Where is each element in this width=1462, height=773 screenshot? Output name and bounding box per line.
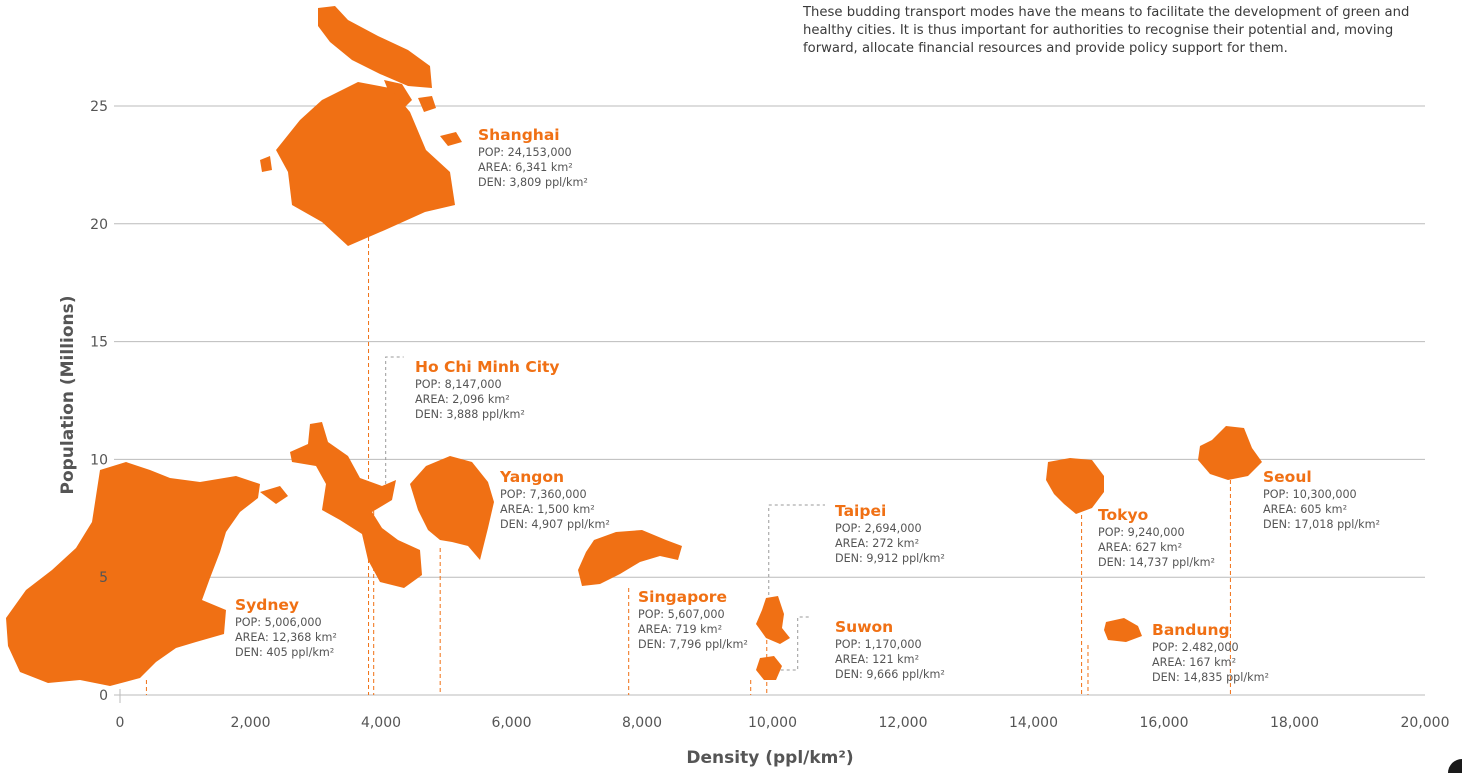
label-connector [768, 504, 825, 595]
taipei-den: DEN: 9,912 ppl/km² [835, 552, 945, 565]
shanghai-map-icon [260, 156, 272, 172]
suwon-den: DEN: 9,666 ppl/km² [835, 668, 945, 681]
shanghai-map-icon [318, 6, 432, 88]
ho-chi-minh-city-name: Ho Chi Minh City [415, 358, 560, 376]
shanghai-map-icon [418, 96, 436, 112]
yangon-area: AREA: 1,500 km² [500, 503, 595, 516]
y-axis-title: Population (Millions) [58, 295, 78, 494]
y-tick-label: 0 [99, 688, 108, 704]
tokyo-name: Tokyo [1098, 506, 1148, 524]
suwon-name: Suwon [835, 618, 893, 636]
seoul-name: Seoul [1263, 468, 1312, 486]
y-tick-label: 5 [99, 570, 108, 586]
x-tick-label: 12,000 [879, 715, 928, 731]
sydney-den: DEN: 405 ppl/km² [235, 646, 334, 659]
x-tick-label: 4,000 [361, 715, 401, 731]
suwon-map-icon [756, 656, 782, 680]
bandung-pop: POP: 2.482,000 [1152, 641, 1239, 654]
bandung-map-icon [1104, 618, 1142, 642]
bandung-area: AREA: 167 km² [1152, 656, 1236, 669]
shanghai-area: AREA: 6,341 km² [478, 161, 573, 174]
y-tick-label: 20 [90, 217, 108, 233]
sydney-map-icon [260, 486, 288, 504]
sydney-name: Sydney [235, 596, 299, 614]
singapore-den: DEN: 7,796 ppl/km² [638, 638, 748, 651]
x-tick-label: 8,000 [622, 715, 662, 731]
x-tick-label: 14,000 [1009, 715, 1058, 731]
label-connector [768, 616, 810, 671]
seoul-area: AREA: 605 km² [1263, 503, 1347, 516]
y-tick-label: 25 [90, 99, 108, 115]
shanghai-den: DEN: 3,809 ppl/km² [478, 176, 588, 189]
taipei-area: AREA: 272 km² [835, 537, 919, 550]
ho-chi-minh-city-map-icon [290, 422, 422, 588]
y-tick-label: 10 [90, 452, 108, 468]
bandung-name: Bandung [1152, 621, 1230, 639]
yangon-name: Yangon [499, 468, 564, 486]
shanghai-name: Shanghai [478, 126, 560, 144]
shanghai-map-icon [440, 132, 462, 146]
axis-ticks: 0 5 10 15 20 25 0 2,000 4,000 6,000 8,000 10,000 12,… [90, 99, 1449, 731]
taipei-pop: POP: 2,694,000 [835, 522, 922, 535]
x-tick-label: 6,000 [491, 715, 531, 731]
x-axis-title: Density (ppl/km²) [686, 748, 853, 768]
bandung-den: DEN: 14,835 ppl/km² [1152, 671, 1269, 684]
x-tick-label: 10,000 [748, 715, 797, 731]
tokyo-map-icon [1046, 458, 1104, 514]
x-tick-label: 0 [116, 715, 125, 731]
seoul-den: DEN: 17,018 ppl/km² [1263, 518, 1380, 531]
intro-paragraph: These budding transport modes have the m… [803, 5, 1410, 56]
y-tick-label: 15 [90, 335, 108, 351]
suwon-area: AREA: 121 km² [835, 653, 919, 666]
singapore-name: Singapore [638, 588, 727, 606]
singapore-map-icon [578, 530, 682, 586]
tokyo-pop: POP: 9,240,000 [1098, 526, 1185, 539]
ho-chi-minh-city-pop: POP: 8,147,000 [415, 378, 502, 391]
leader-lines [145, 230, 1231, 695]
seoul-pop: POP: 10,300,000 [1263, 488, 1357, 501]
corner-decoration [1448, 759, 1462, 773]
taipei-name: Taipei [835, 502, 886, 520]
shanghai-map-icon [384, 80, 412, 110]
singapore-area: AREA: 719 km² [638, 623, 722, 636]
x-tick-label: 16,000 [1140, 715, 1189, 731]
label-connector [385, 356, 404, 490]
sydney-map-icon [6, 462, 260, 686]
tokyo-den: DEN: 14,737 ppl/km² [1098, 556, 1215, 569]
yangon-map-icon [410, 456, 494, 560]
x-tick-label: 2,000 [230, 715, 270, 731]
x-tick-label: 18,000 [1270, 715, 1319, 731]
city-map-shapes [6, 6, 1262, 686]
taipei-map-icon [756, 596, 790, 644]
shanghai-pop: POP: 24,153,000 [478, 146, 572, 159]
yangon-den: DEN: 4,907 ppl/km² [500, 518, 610, 531]
tokyo-area: AREA: 627 km² [1098, 541, 1182, 554]
seoul-map-icon [1198, 426, 1262, 480]
suwon-pop: POP: 1,170,000 [835, 638, 922, 651]
shanghai-map-icon [276, 82, 455, 246]
sydney-area: AREA: 12,368 km² [235, 631, 337, 644]
yangon-pop: POP: 7,360,000 [500, 488, 587, 501]
ho-chi-minh-city-area: AREA: 2,096 km² [415, 393, 510, 406]
singapore-pop: POP: 5,607,000 [638, 608, 725, 621]
ho-chi-minh-city-den: DEN: 3,888 ppl/km² [415, 408, 525, 421]
sydney-pop: POP: 5,006,000 [235, 616, 322, 629]
x-tick-label: 20,000 [1401, 715, 1450, 731]
